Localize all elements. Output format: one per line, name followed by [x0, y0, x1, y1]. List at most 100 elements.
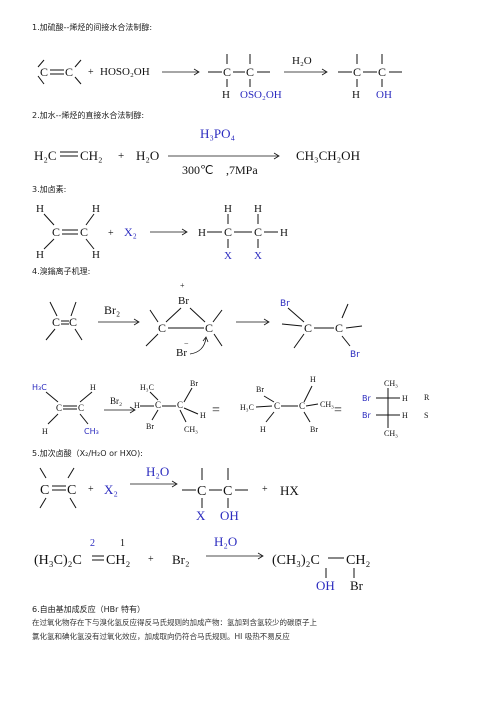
r2-ch2: CH₂ [80, 148, 103, 163]
r4b-fp-h1: H [402, 394, 408, 403]
r4-c1: C [52, 315, 60, 329]
r4b-m1-br2: Br [146, 422, 154, 431]
r5-br: Br [350, 578, 364, 593]
r5-plus2: + [262, 484, 268, 495]
r5-reagent: H₂O [146, 464, 169, 479]
r4-br-top: Br [178, 295, 189, 307]
r3-c2: C [80, 225, 88, 239]
r1-reagent: H₂O [292, 55, 312, 67]
r3-ph1: H [224, 203, 232, 215]
r3-pc1: C [224, 225, 232, 239]
reaction-2: H₃PO₄ H₂C CH₂ + H₂O 300℃ ,7MPa CH₃CH₂OH [34, 126, 360, 177]
r2-catalyst: H₃PO₄ [200, 126, 236, 141]
r5-x: X [196, 508, 206, 523]
r5-plus: + [88, 484, 94, 495]
r4b-h-tr: H [90, 383, 96, 392]
r2-temp: 300℃ [182, 163, 213, 177]
r4b-m2-h: H [310, 375, 316, 384]
r5-pc2: C [223, 484, 232, 499]
r5-prod-right: CH₂ [346, 553, 370, 568]
r5-oh: OH [220, 508, 239, 523]
reaction-5: C C + X₂ H₂O C C X OH + HX 2 1 (H₃C)₂C C… [34, 464, 370, 593]
r1-c2: C [246, 65, 254, 79]
r4-pbr2: Br [350, 350, 360, 360]
r5-pc1: C [197, 484, 206, 499]
r1-c4: C [378, 65, 386, 79]
reaction-1: C C + HOSO₂OH C C H OSO₂OH H₂O C C H OH [37, 54, 402, 101]
r4b-m2-h3c: H₃C [240, 403, 254, 412]
r5-hx: HX [280, 483, 299, 498]
r1-plus: + [88, 67, 94, 78]
r3-plus: + [108, 228, 114, 239]
r4b-m1-br: Br [190, 379, 198, 388]
section-3-title: 3.加卤素: [32, 185, 67, 194]
r4b-c1: C [56, 403, 62, 413]
section-4-title: 4.溴鎓离子机理: [32, 267, 91, 276]
r5-num1: 1 [120, 538, 125, 549]
r4b-fp-br2: Br [362, 411, 371, 420]
r5-ch2: CH₂ [106, 553, 130, 568]
r5-prod-left: (CH₃)₂C [272, 553, 320, 568]
reaction-4: C C Br₂ + Br C C − Br Br C C Br [45, 281, 363, 360]
r4b-m1-h: H [134, 401, 140, 410]
r4b-m2-br: Br [256, 385, 264, 394]
r1-c-left: C [40, 65, 48, 79]
r4-pc2: C [335, 321, 343, 335]
r3-px1: X [224, 250, 232, 262]
r5-c2: C [67, 483, 76, 498]
r4b-m1-h2: H [200, 411, 206, 420]
r4b-m2-c2: C [299, 401, 305, 411]
r4b-fp-h2: H [402, 411, 408, 420]
r5-x2: X₂ [104, 482, 118, 497]
r4b-ch3-br: CH₃ [84, 427, 99, 436]
r4b-m2-c1: C [274, 401, 280, 411]
r5-h3c2c: (H₃C)₂C [34, 553, 82, 568]
r1-c1: C [223, 65, 231, 79]
r4-ic2: C [205, 321, 213, 335]
r4-pbr1: Br [280, 299, 290, 309]
r2-product: CH₃CH₂OH [296, 148, 360, 163]
r4b-m1-ch3: CH₃ [184, 425, 198, 434]
r4b-eq2: = [334, 403, 342, 418]
r1-oh: OH [376, 89, 392, 101]
r4b-br2: Br₂ [110, 396, 122, 406]
r4b-m1-c1: C [155, 400, 161, 410]
r3-h3: H [36, 249, 44, 261]
r3-ph4: H [280, 227, 288, 239]
r2-pressure: ,7MPa [226, 163, 258, 177]
section-6-note-1: 在过氧化物存在下与溴化氢反应得反马氏规则的加成产物：氢加到含氢较少的碳原子上 [32, 618, 317, 627]
r3-h2: H [92, 203, 100, 215]
reaction-4b: H₃C H C C H CH₃ Br₂ H₃C Br H C C H Br CH… [32, 375, 430, 438]
r3-px2: X [254, 250, 262, 262]
section-2-title: 2.加水--烯烃的直接水合法制醇: [32, 111, 145, 120]
r2-plus: + [118, 150, 124, 162]
r3-h4: H [92, 249, 100, 261]
r4b-m2-br2: Br [310, 425, 318, 434]
r4-plus: + [180, 281, 185, 290]
r4b-m1-h3c: H₃C [140, 383, 154, 392]
r3-ph2: H [254, 203, 262, 215]
r4-c2: C [69, 315, 77, 329]
r4-pc1: C [304, 321, 312, 335]
r5-num2: 2 [90, 538, 95, 549]
r1-oso2oh: OSO₂OH [240, 89, 282, 101]
r4b-h3c: H₃C [32, 383, 47, 392]
r4-ic1: C [158, 321, 166, 335]
r3-ph3: H [198, 227, 206, 239]
r5-c1: C [40, 483, 49, 498]
r1-h2: H [352, 89, 360, 101]
r4b-fp-br1: Br [362, 394, 371, 403]
r4b-fp-r: R [424, 393, 430, 402]
r1-h: H [222, 89, 230, 101]
r2-h2c: H₂C [34, 148, 57, 163]
r4b-eq: = [212, 403, 220, 418]
r3-x2: X₂ [124, 225, 137, 239]
section-6-note-2: 氯化氢和碘化氢没有过氧化效应，加成取向仍符合马氏规则。HI 吸热不易反应 [32, 632, 290, 641]
r1-hoso2oh: HOSO₂OH [100, 66, 150, 78]
r4b-fp-s: S [424, 411, 428, 420]
r4b-fp-ch3-bot: CH₃ [384, 429, 398, 438]
r3-h1: H [36, 203, 44, 215]
r4-br2: Br₂ [104, 303, 120, 317]
r5-oh2: OH [316, 578, 335, 593]
r4b-m2-h2: H [260, 425, 266, 434]
